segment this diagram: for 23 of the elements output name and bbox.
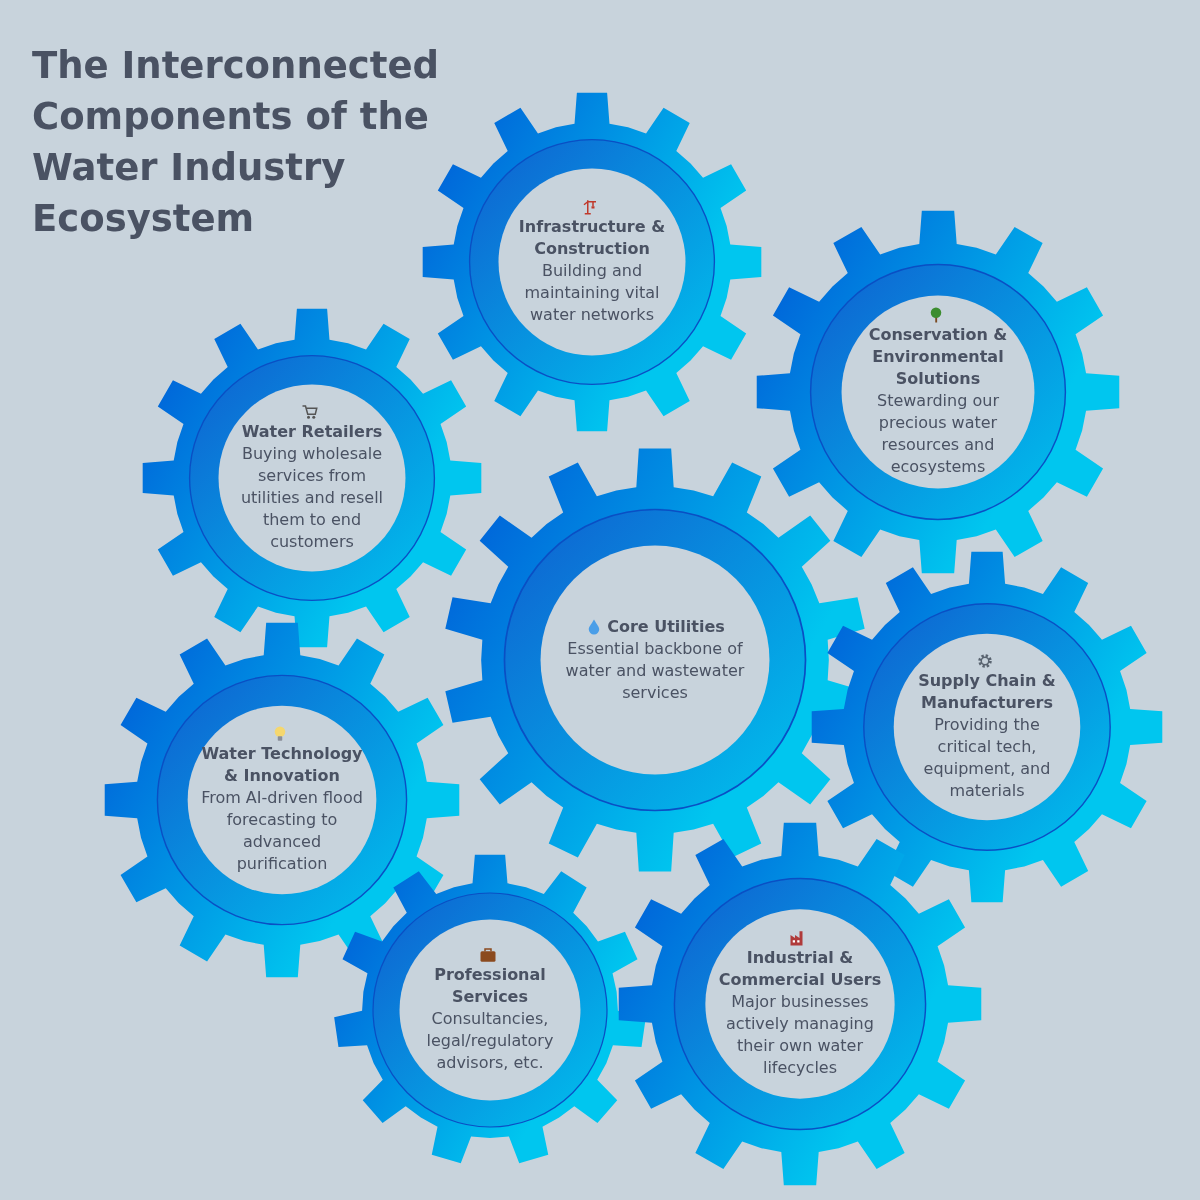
gear-shape [618,822,982,1186]
gear-heading: Water Retailers [241,421,383,443]
gear-description: Buying wholesale services from utilities and resell them to end customers [239,443,384,553]
gear-description: Consultancies, legal/regulatory advisors, etc. [425,1008,555,1074]
gear-heading: Water Technology & Innovation [200,743,364,787]
gear-description: Essential backbone of water and wastewater services [564,638,746,704]
gear-description: Building and maintaining vital water networks [523,260,661,326]
gear-shape [756,210,1120,574]
gear-heading: Core Utilities [607,616,725,638]
gear-description: Major businesses actively managing their own water lifecycles [725,991,875,1079]
gear-shape [811,551,1163,903]
gear-heading: Supply Chain & Manufacturers [917,670,1057,714]
gear-shape [334,854,646,1166]
diagram-title: The Interconnected Components of the Water Industry Ecosystem [32,43,441,242]
gear-shape [443,448,867,872]
gear-description: Providing the critical tech, equipment, and materials [922,714,1052,802]
gear-description: From AI-driven flood forecasting to advanced purification [200,787,364,875]
gear-heading: Conservation & Environmental Solutions [867,324,1009,390]
gear-heading: Industrial & Commercial Users [718,947,882,991]
gear-shape [142,308,482,648]
gear-heading: Infrastructure & Construction [517,216,667,260]
gear-description: Stewarding our precious water resources and ecosystems [876,390,1000,478]
gear-heading: Professional Services [433,964,547,1008]
